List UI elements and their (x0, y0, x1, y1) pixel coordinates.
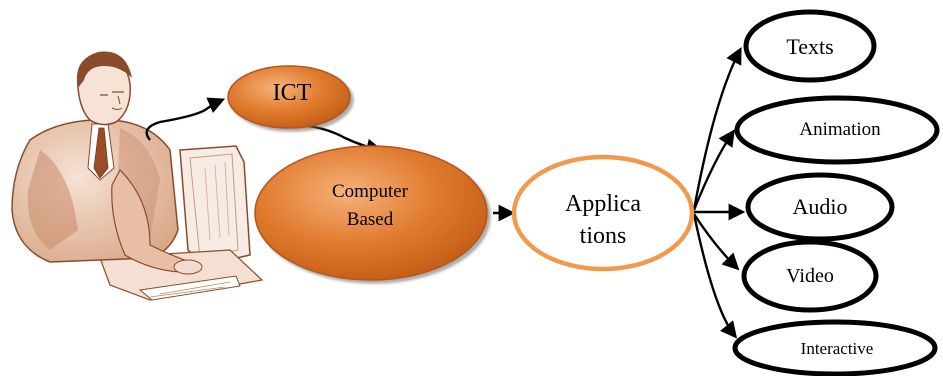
node-computer-based-line-1: Computer (332, 181, 408, 202)
node-texts-shape (743, 9, 877, 83)
node-video-label: Video (786, 265, 834, 287)
node-applications-shape (511, 154, 695, 272)
arrow-applications-to-interactive (692, 213, 738, 339)
arrow-applications-to-texts (692, 47, 742, 211)
node-animation-shape (734, 95, 940, 165)
node-computer-based-shape (254, 145, 488, 281)
person-at-computer-clipart (11, 51, 264, 301)
node-texts-label: Texts (786, 34, 834, 59)
node-applications-label: Applica tions (518, 188, 688, 252)
connector-arrows (145, 47, 746, 339)
node-ict-shape (227, 65, 351, 129)
node-applications-line-2: tions (579, 223, 627, 249)
node-audio-shape (745, 172, 895, 242)
node-video-shape (741, 239, 879, 313)
node-animation-label: Animation (799, 119, 881, 140)
node-interactive-label: Interactive (800, 339, 874, 358)
node-computer-based-line-2: Based (346, 209, 394, 230)
arrow-applications-to-animation (692, 129, 735, 211)
arrow-person-to-ict (145, 97, 226, 141)
node-audio-label: Audio (792, 194, 848, 219)
node-applications-line-1: Applica (565, 191, 641, 217)
node-interactive-shape (732, 319, 938, 376)
node-ict-label: ICT (272, 80, 312, 106)
node-computer-based-label: Computer Based (290, 178, 450, 234)
arrow-applications-to-video (692, 213, 740, 271)
